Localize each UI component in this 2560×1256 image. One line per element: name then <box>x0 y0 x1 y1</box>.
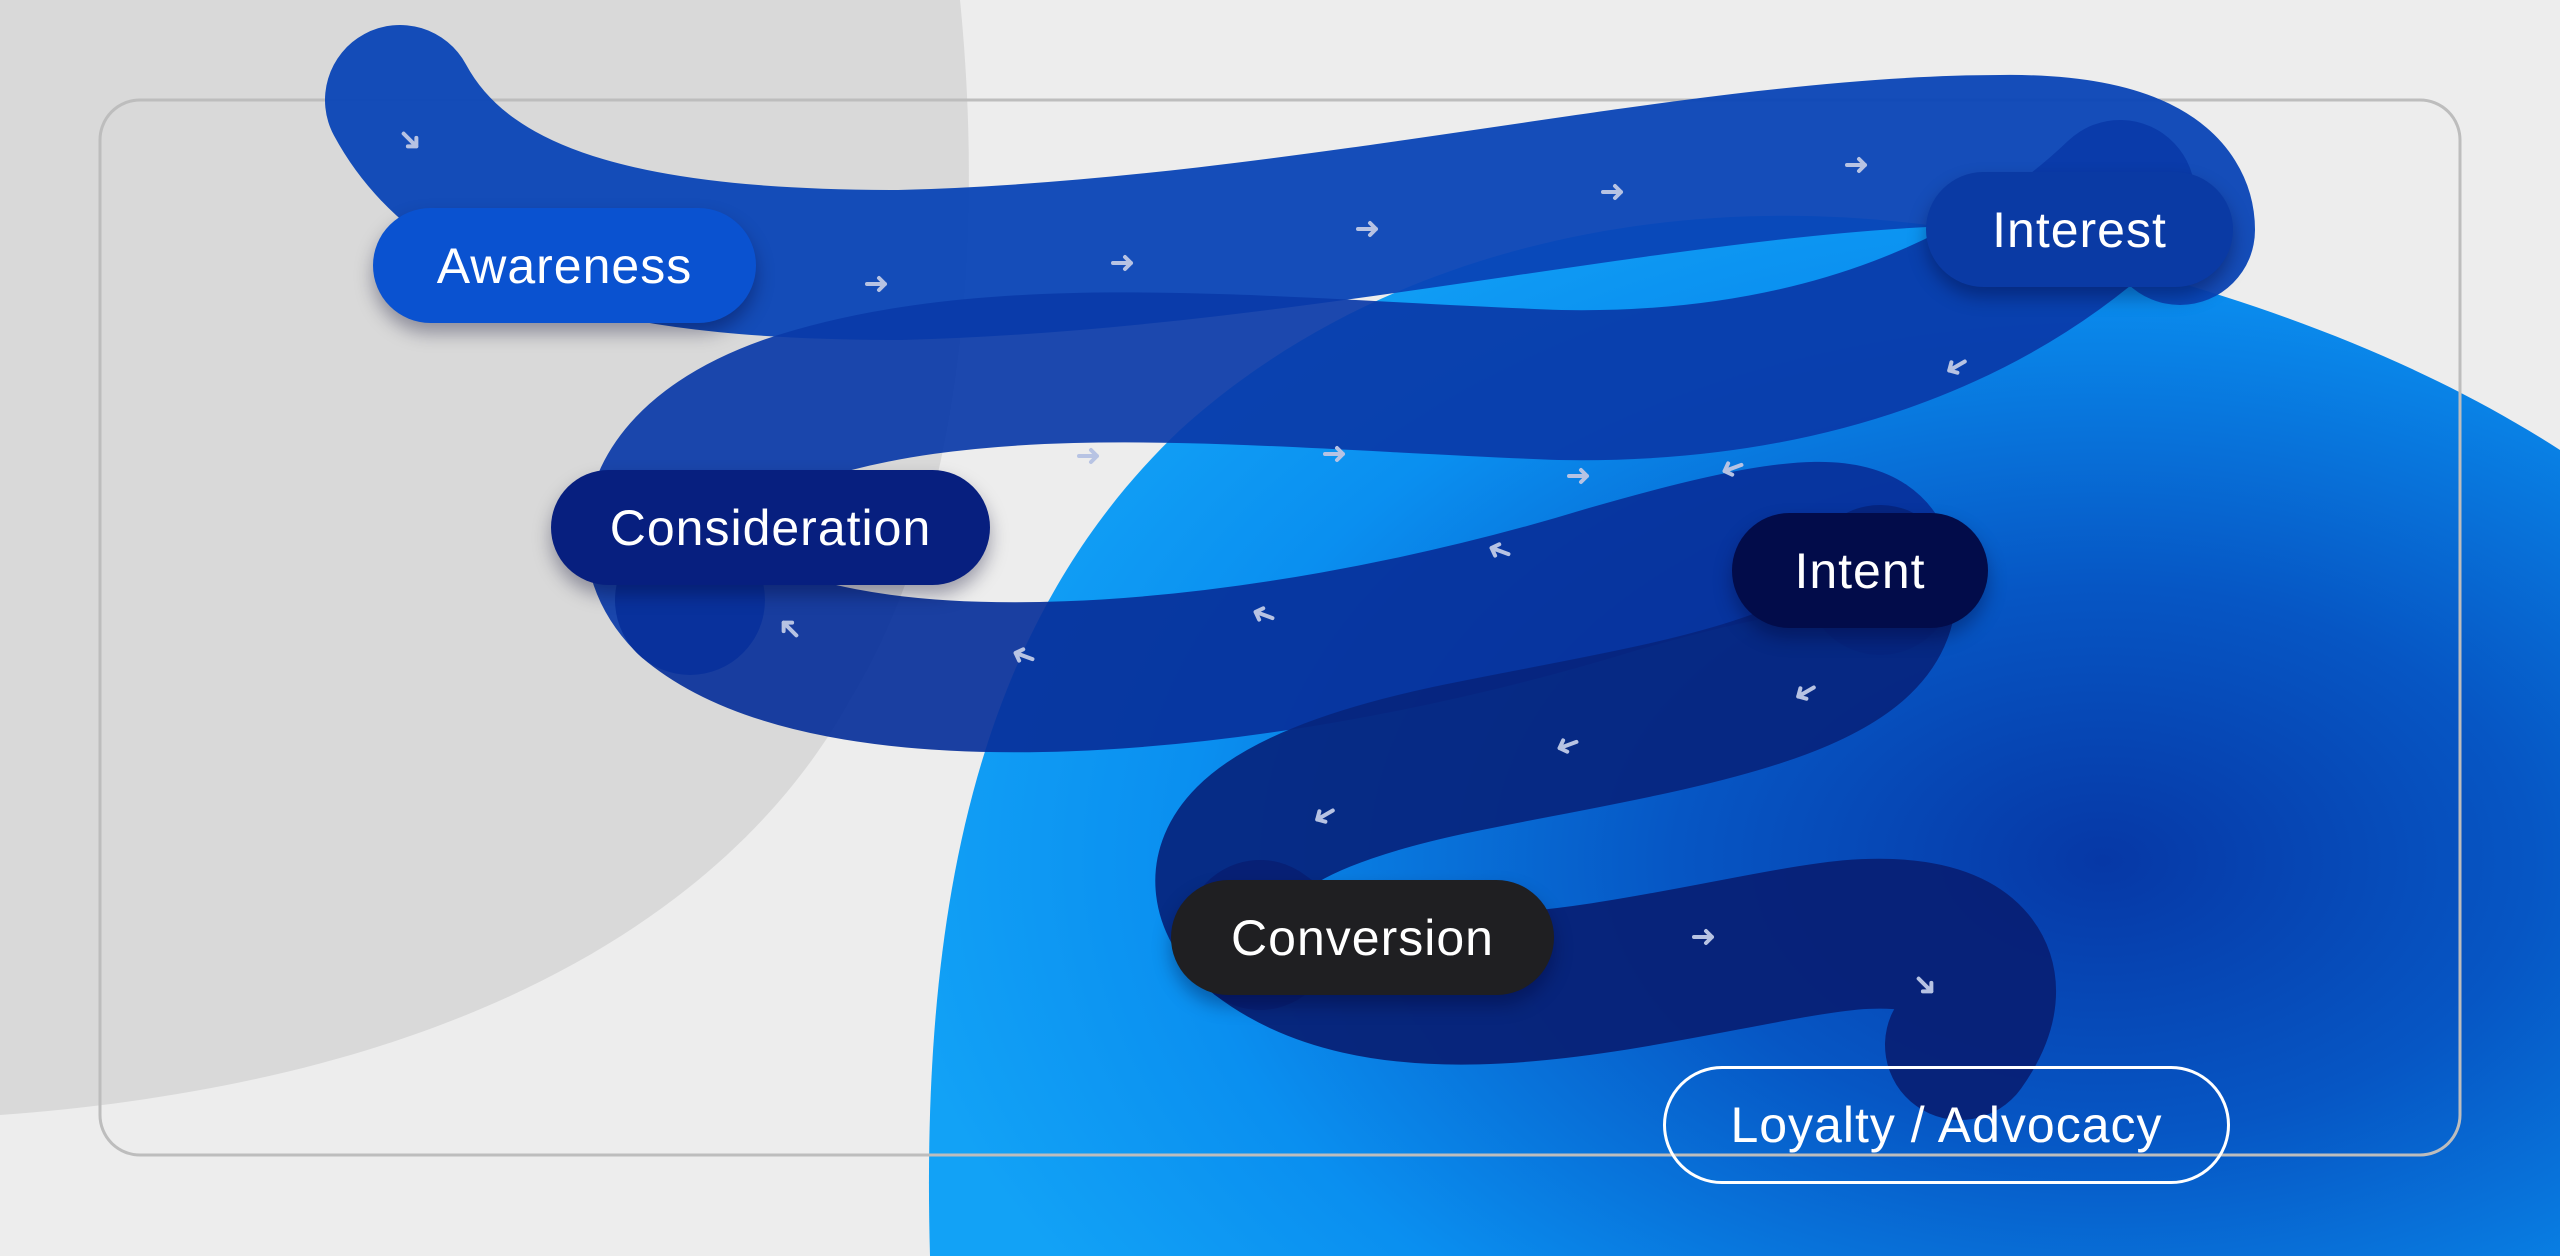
arrow-icon <box>1692 929 1714 945</box>
arrow-icon <box>1013 647 1035 663</box>
arrow-icon <box>781 620 799 638</box>
stage-awareness: Awareness <box>373 208 756 323</box>
arrow-icon <box>1111 255 1133 271</box>
arrow-icon <box>1253 606 1275 622</box>
arrow-icon <box>1845 157 1867 173</box>
stage-conversion: Conversion <box>1171 880 1554 995</box>
stage-consideration: Consideration <box>551 470 990 585</box>
arrow-icon <box>1077 448 1099 464</box>
stage-interest: Interest <box>1926 172 2233 287</box>
arrow-icon <box>1489 542 1511 558</box>
stage-loyalty-advocacy: Loyalty / Advocacy <box>1663 1066 2230 1184</box>
arrow-icon <box>1796 685 1816 701</box>
arrow-icon <box>1947 359 1967 375</box>
arrow-icon <box>1601 184 1623 200</box>
arrow-icon <box>1323 446 1345 462</box>
stage-intent: Intent <box>1732 513 1988 628</box>
ribbon-segment-interest-consideration <box>585 120 2195 675</box>
arrow-icon <box>865 276 887 292</box>
arrow-icon <box>1567 468 1589 484</box>
arrow-icon <box>401 131 419 149</box>
arrow-icon <box>1916 976 1934 994</box>
frame-outline <box>98 98 2462 1157</box>
arrow-icon <box>1315 808 1335 824</box>
arrow-icon <box>1722 461 1744 477</box>
arrow-icon <box>1356 221 1378 237</box>
arrow-icon <box>1557 738 1579 754</box>
flow-arrows <box>401 131 1967 994</box>
